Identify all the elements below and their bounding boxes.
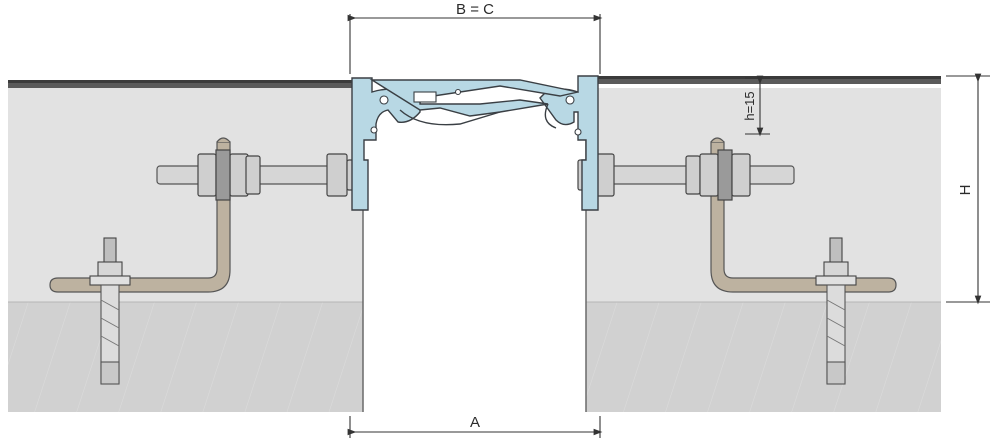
left-anchor-bar <box>49 137 231 293</box>
right-screed-layer <box>586 88 941 302</box>
left-hex-nut-icon <box>197 149 362 201</box>
dimension-label-h15: h=15 <box>742 91 757 120</box>
dimension-label-a: A <box>470 414 480 431</box>
dimension-total-height <box>946 73 990 305</box>
dimension-a <box>347 416 603 438</box>
left-floor-cover <box>8 80 353 88</box>
left-slab <box>8 80 364 412</box>
profile-details <box>370 88 582 136</box>
right-floor-cover <box>596 76 941 84</box>
dimension-h15 <box>745 75 770 137</box>
right-anchor-bar <box>710 137 897 293</box>
right-slab <box>585 76 941 412</box>
aluminium-profile <box>351 75 599 211</box>
left-screed-layer <box>8 88 363 302</box>
left-anchor-bolt-icon <box>89 237 131 385</box>
dimension-label-b-c: B = C <box>456 1 494 18</box>
right-anchor-bolt-icon <box>815 237 857 385</box>
dimension-b-equals-c <box>347 14 603 74</box>
dimension-label-h: H <box>957 185 974 196</box>
